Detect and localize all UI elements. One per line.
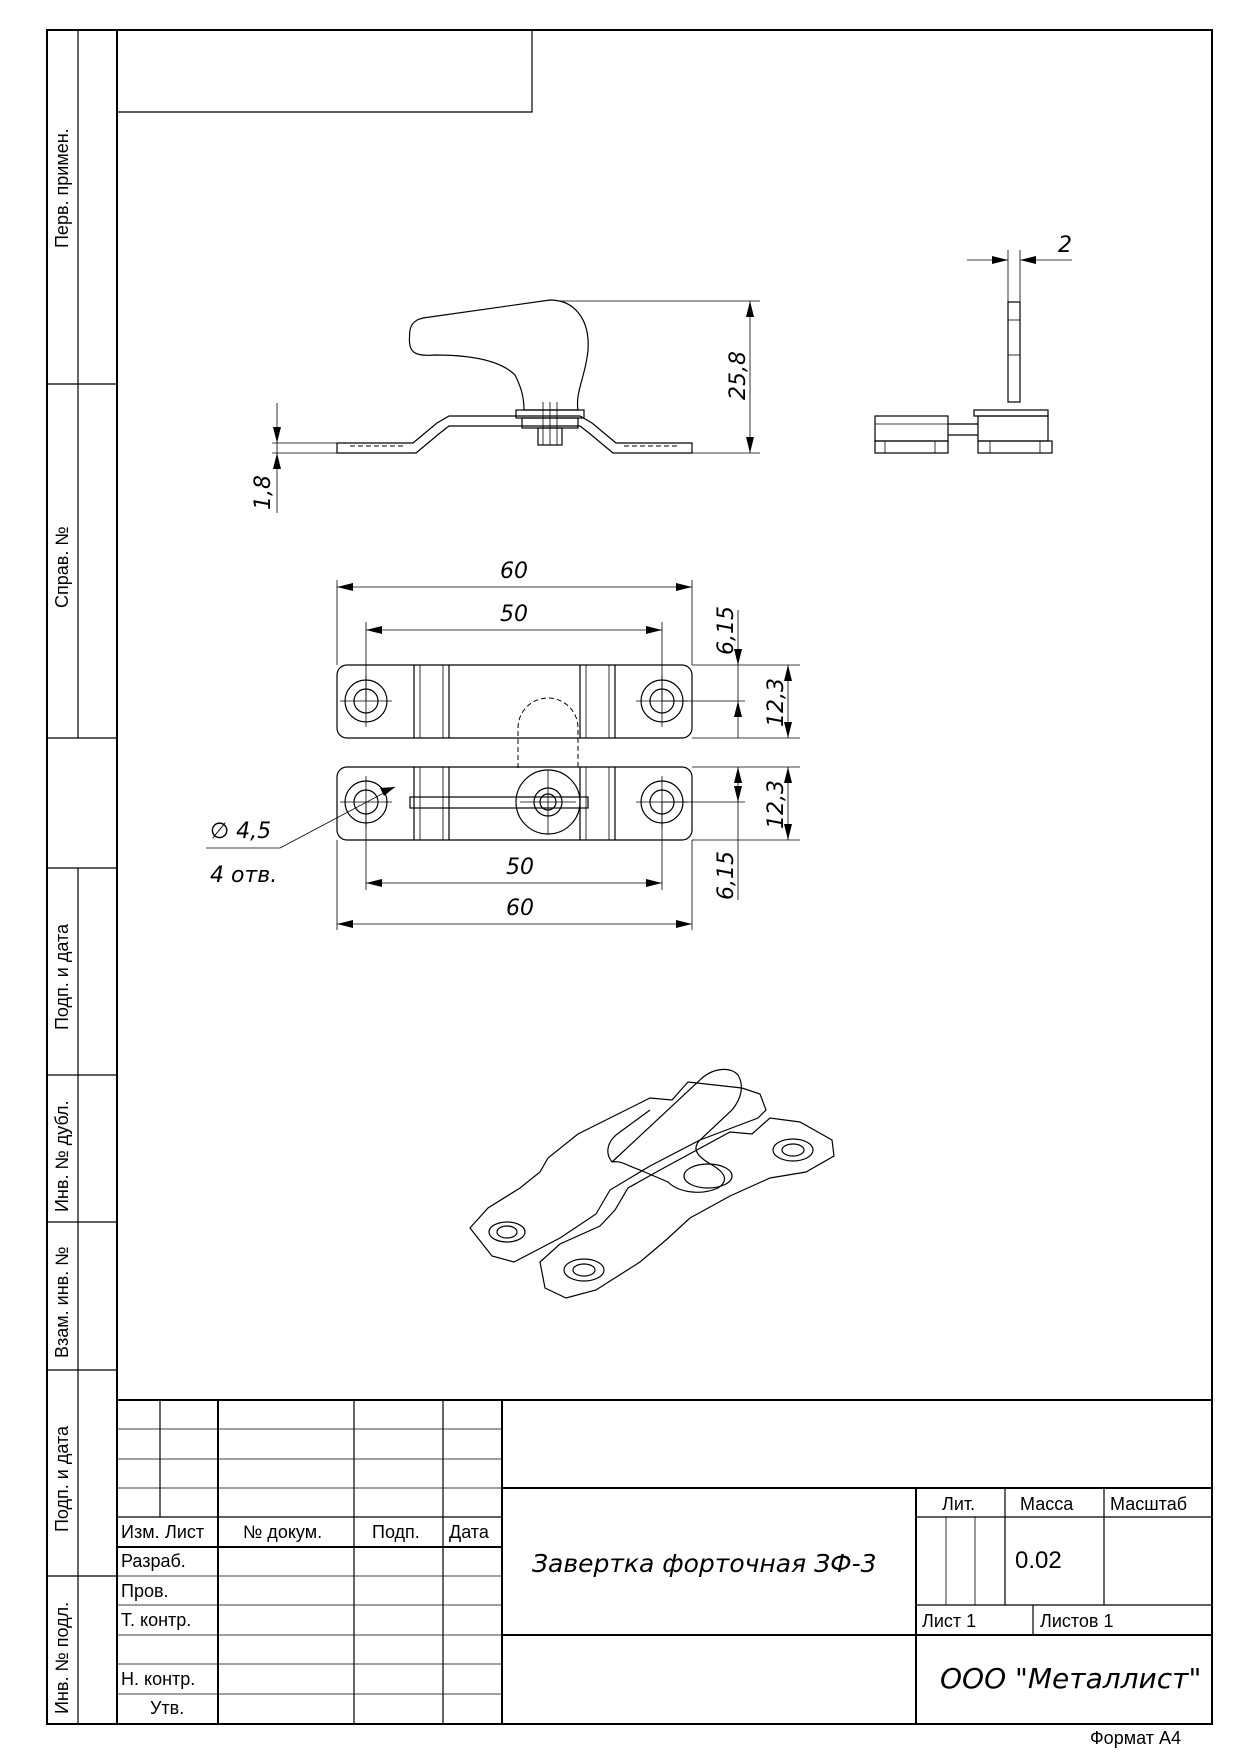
dim-length-inner-top: 50 xyxy=(500,602,528,627)
mass-value: 0.02 xyxy=(1015,1547,1062,1574)
top-view: 60 50 6,15 12,3 12,3 6,15 xyxy=(206,559,800,930)
role-prov: Пров. xyxy=(121,1581,169,1601)
header-list: Лист xyxy=(165,1522,204,1542)
dim-offset-top: 6,15 xyxy=(714,606,739,655)
mass-label: Масса xyxy=(1020,1494,1074,1514)
dim-thickness: 1,8 xyxy=(251,475,276,510)
header-data: Дата xyxy=(449,1522,490,1542)
document-name: Завертка форточная ЗФ-3 xyxy=(532,1549,877,1578)
dim-length-outer-bottom: 60 xyxy=(506,896,534,921)
frame-border xyxy=(46,29,1213,1725)
sheet-label: Лист 1 xyxy=(922,1611,976,1631)
lit-label: Лит. xyxy=(942,1494,975,1514)
side-label-podp-data: Подп. и дата xyxy=(52,923,72,1030)
dim-offset-bottom: 6,15 xyxy=(714,851,739,900)
side-label-inv-dubl: Инв. № дубл. xyxy=(52,1101,72,1212)
dim-hole-diameter: ∅ 4,5 xyxy=(210,819,271,844)
header-podp: Подп. xyxy=(372,1522,420,1542)
side-label-inv-podl: Инв. № подл. xyxy=(52,1602,72,1714)
front-view: 25,8 1,8 xyxy=(251,299,760,513)
top-left-box xyxy=(116,30,533,113)
title-block: Изм. Лист № докум. Подп. Дата Разраб. Пр… xyxy=(117,1399,1212,1724)
side-view: 2 xyxy=(874,233,1072,454)
dim-hole-count: 4 отв. xyxy=(210,863,277,888)
isometric-view xyxy=(469,1068,835,1299)
header-doc-no: № докум. xyxy=(243,1522,322,1542)
dim-length-inner-bottom: 50 xyxy=(506,855,534,880)
role-razrab: Разраб. xyxy=(121,1551,186,1571)
dim-width-top: 12,3 xyxy=(764,678,789,727)
dim-width-bottom: 12,3 xyxy=(764,780,789,829)
role-t-kontr: Т. контр. xyxy=(121,1610,191,1630)
header-izm: Изм. xyxy=(121,1522,160,1542)
dim-length-outer-top: 60 xyxy=(500,559,528,584)
format-label: Формат А4 xyxy=(1090,1728,1181,1748)
dim-height: 25,8 xyxy=(726,351,751,400)
organization-name: ООО "Металлист" xyxy=(940,1662,1201,1695)
role-utv: Утв. xyxy=(150,1698,184,1718)
dim-top-width: 2 xyxy=(1058,233,1072,258)
side-label-sprav: Справ. № xyxy=(52,526,72,608)
role-n-kontr: Н. контр. xyxy=(121,1669,195,1689)
side-label-podp-data-2: Подп. и дата xyxy=(52,1425,72,1532)
sheets-total-label: Листов 1 xyxy=(1040,1611,1114,1631)
side-strip: Перв. примен. Справ. № Подп. и дата Инв.… xyxy=(47,30,117,1724)
side-label-vzam-inv: Взам. инв. № xyxy=(52,1246,72,1358)
scale-label: Масштаб xyxy=(1110,1494,1187,1514)
side-label-perv-primen: Перв. примен. xyxy=(52,128,72,248)
